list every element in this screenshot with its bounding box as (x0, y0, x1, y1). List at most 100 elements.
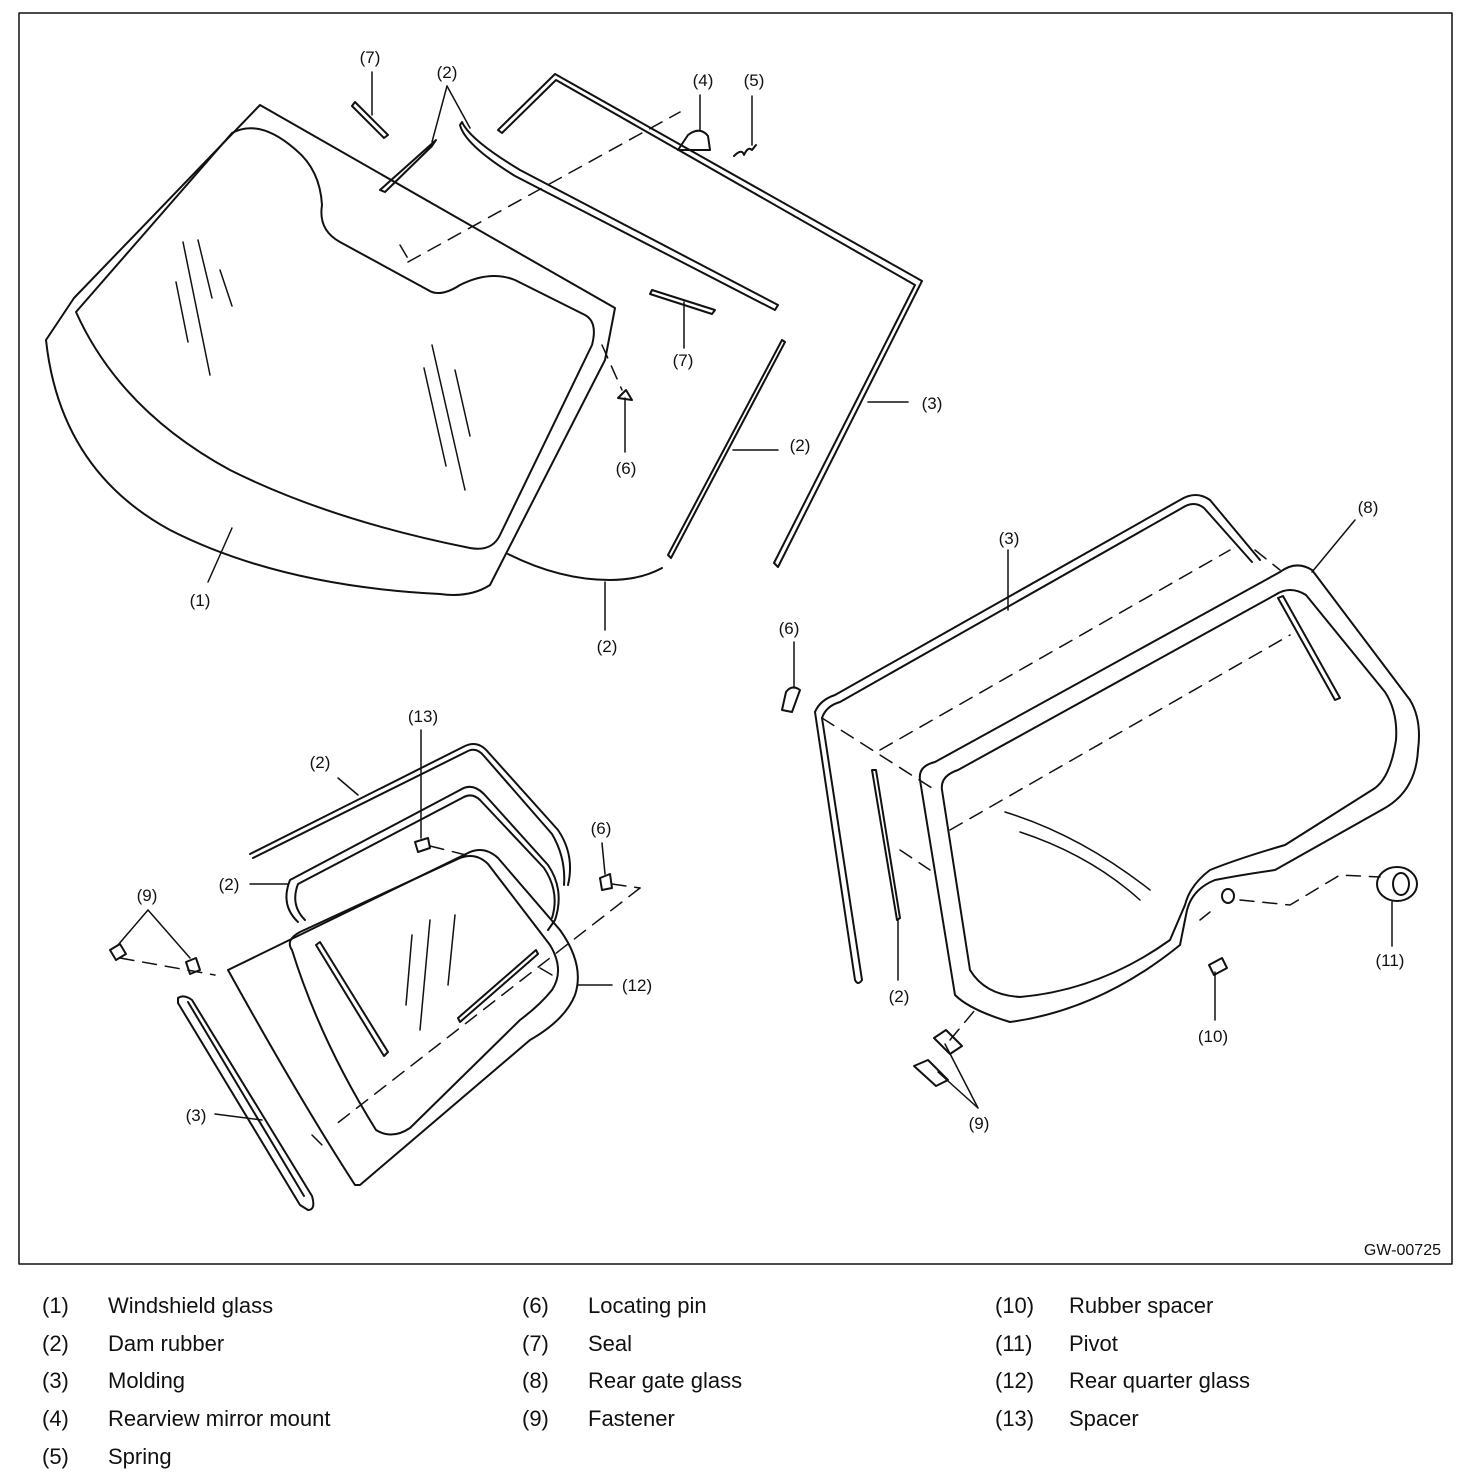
rear-gate-defroster-lines (1004, 811, 1151, 901)
rear-quarter-assembly (109, 729, 641, 1211)
legend-label: Windshield glass (108, 1293, 274, 1318)
legend-label: Seal (588, 1331, 633, 1356)
callout-rear-quarter-glass: (12) (622, 976, 652, 995)
callout-molding-quarter: (3) (186, 1106, 207, 1125)
rear-gate-dam-rubber-right (1277, 595, 1341, 701)
legend-number: (2) (42, 1331, 69, 1356)
legend-label: Rear quarter glass (1069, 1368, 1250, 1393)
callout-rearview-mirror-mount: (4) (693, 71, 714, 90)
callout-dam-rubber-top: (2) (437, 63, 458, 82)
rear-gate-glass (918, 564, 1420, 1023)
fastener-right-lower (913, 1059, 949, 1087)
callout-dam-rubber-bottom: (2) (597, 637, 618, 656)
rear-quarter-molding-inner (187, 1001, 305, 1197)
callout-locating-pin-rear-gate: (6) (779, 619, 800, 638)
legend-label: Rubber spacer (1069, 1293, 1214, 1318)
rear-gate-molding (814, 494, 1261, 713)
rear-gate-dam-rubber-left (871, 769, 901, 921)
rear-quarter-dam-rubber-inner-right (457, 949, 539, 1023)
figure-code: GW-00725 (1364, 1242, 1441, 1259)
seal-right (649, 289, 716, 315)
rubber-spacer-shape (1208, 957, 1228, 976)
legend-number: (9) (522, 1406, 549, 1431)
callout-windshield-glass: (1) (190, 591, 211, 610)
windshield-dam-rubber-bottom (507, 553, 663, 581)
figure-frame (18, 12, 1453, 1265)
rear-quarter-glass (227, 849, 579, 1186)
windshield-inner-outline (75, 127, 595, 550)
pivot-shape (1376, 866, 1418, 902)
callout-fastener-rear-gate: (9) (969, 1114, 990, 1133)
legend-number: (8) (522, 1368, 549, 1393)
legend-label: Dam rubber (108, 1331, 225, 1356)
windshield-molding (497, 73, 923, 568)
legend-number: (5) (42, 1444, 69, 1469)
legend-number: (1) (42, 1293, 69, 1318)
rear-quarter-dam-rubber-top-inner (252, 748, 566, 886)
rear-quarter-reflection-lines (405, 914, 456, 1031)
fastener-right-upper (933, 1029, 963, 1055)
legend-number: (12) (995, 1368, 1035, 1393)
rear-gate-dashed-guides (821, 549, 1381, 1041)
windshield-dam-rubber-upper (379, 139, 437, 193)
rear-quarter-leader-lines (117, 729, 613, 1121)
callout-locating-pin-windshield: (6) (616, 459, 637, 478)
windshield-dashed-guides (399, 111, 681, 391)
windshield-glass (45, 104, 616, 596)
windshield-reflection-lines (175, 239, 471, 491)
callout-spring: (5) (744, 71, 765, 90)
callout-labels: (1) (2) (7) (4) (5) (7) (6) (3) (2) (2) … (137, 48, 1441, 1259)
rear-quarter-molding (177, 995, 315, 1211)
callout-seal-top: (7) (360, 48, 381, 67)
legend-label: Rear gate glass (588, 1368, 743, 1393)
callout-seal-middle: (7) (673, 351, 694, 370)
rear-gate-molding-left (814, 711, 863, 984)
locating-pin-left-shape (599, 873, 613, 891)
callout-dam-rubber-quarter-mid: (2) (219, 875, 240, 894)
rear-gate-glass-inner (940, 589, 1398, 998)
pivot-shape-inner (1392, 872, 1410, 896)
rear-quarter-dam-rubber-mid-inner (294, 794, 556, 921)
pivot-hole (1221, 888, 1235, 904)
spring-shape (733, 144, 757, 157)
rear-gate-leader-lines (793, 519, 1393, 1109)
spacer-shape (414, 837, 431, 853)
callout-dam-rubber-quarter-top: (2) (310, 753, 331, 772)
callout-fastener-quarter: (9) (137, 886, 158, 905)
callout-molding-windshield: (3) (922, 394, 943, 413)
rear-quarter-dam-rubber-top (249, 743, 571, 886)
legend-number: (10) (995, 1293, 1035, 1318)
rear-quarter-dam-rubber-inner-left (315, 941, 389, 1057)
mirror-mount-shape (677, 129, 711, 151)
legend-number: (6) (522, 1293, 549, 1318)
legend-label: Locating pin (588, 1293, 707, 1318)
legend-label: Rearview mirror mount (108, 1406, 331, 1431)
callout-dam-rubber-right: (2) (790, 436, 811, 455)
legend-label: Molding (108, 1368, 186, 1393)
locating-pin-right-shape (781, 686, 801, 713)
callout-pivot: (11) (1376, 951, 1405, 970)
windshield-assembly (45, 71, 923, 631)
legend-number: (11) (995, 1331, 1033, 1356)
rear-gate-assembly (781, 494, 1420, 1109)
callout-dam-rubber-rear-gate: (2) (889, 987, 910, 1006)
exploded-diagram: (1) (2) (7) (4) (5) (7) (6) (3) (2) (2) … (18, 12, 1453, 1265)
rear-quarter-dashed-guides (119, 845, 641, 1149)
windshield-dam-rubber-right (667, 339, 786, 559)
legend-number: (7) (522, 1331, 549, 1356)
legend-number: (13) (995, 1406, 1035, 1431)
legend-label: Spacer (1069, 1406, 1139, 1431)
callout-rubber-spacer: (10) (1198, 1027, 1228, 1046)
windshield-dam-rubber-seal-strip (459, 121, 779, 311)
callout-rear-gate-glass: (8) (1358, 498, 1379, 517)
callout-locating-pin-quarter: (6) (591, 819, 612, 838)
rear-quarter-dam-rubber-mid (285, 785, 560, 931)
legend-label: Pivot (1069, 1331, 1118, 1356)
legend-number: (3) (42, 1368, 69, 1393)
callout-molding-rear-gate: (3) (999, 529, 1020, 548)
legend-number: (4) (42, 1406, 69, 1431)
callout-spacer: (13) (408, 707, 438, 726)
fastener-left-a (109, 943, 127, 961)
legend-label: Fastener (588, 1406, 675, 1431)
windshield-leader-lines (207, 71, 909, 631)
